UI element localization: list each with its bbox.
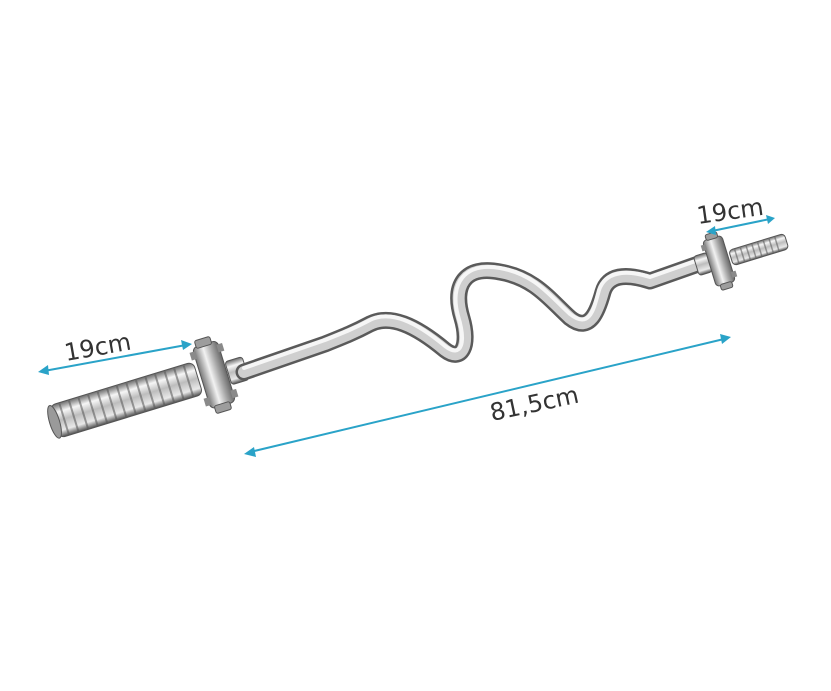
right-sleeve-label: 19cm: [695, 193, 765, 230]
ez-curl-bar: [47, 231, 789, 439]
left-threaded-sleeve: [47, 362, 202, 439]
center-length-arrow: [249, 338, 725, 453]
left-sleeve-dimension: 19cm: [38, 328, 192, 375]
right-sleeve-arrow: [711, 218, 771, 232]
center-length-arrowhead-end: [720, 334, 731, 344]
left-star-collar: [189, 336, 239, 414]
right-star-collar: [700, 231, 738, 291]
center-length-arrowhead-start: [244, 447, 256, 457]
left-sleeve-label: 19cm: [62, 328, 133, 367]
left-sleeve-arrowhead-end: [181, 340, 192, 350]
right-sleeve-arrowhead-start: [706, 226, 716, 235]
right-sleeve-dimension: 19cm: [695, 193, 775, 235]
left-sleeve-arrow: [43, 344, 187, 372]
left-sleeve-arrowhead-start: [38, 365, 49, 375]
right-sleeve-arrowhead-end: [766, 215, 775, 224]
right-threaded-sleeve: [729, 233, 789, 266]
center-length-label: 81,5cm: [487, 381, 581, 427]
